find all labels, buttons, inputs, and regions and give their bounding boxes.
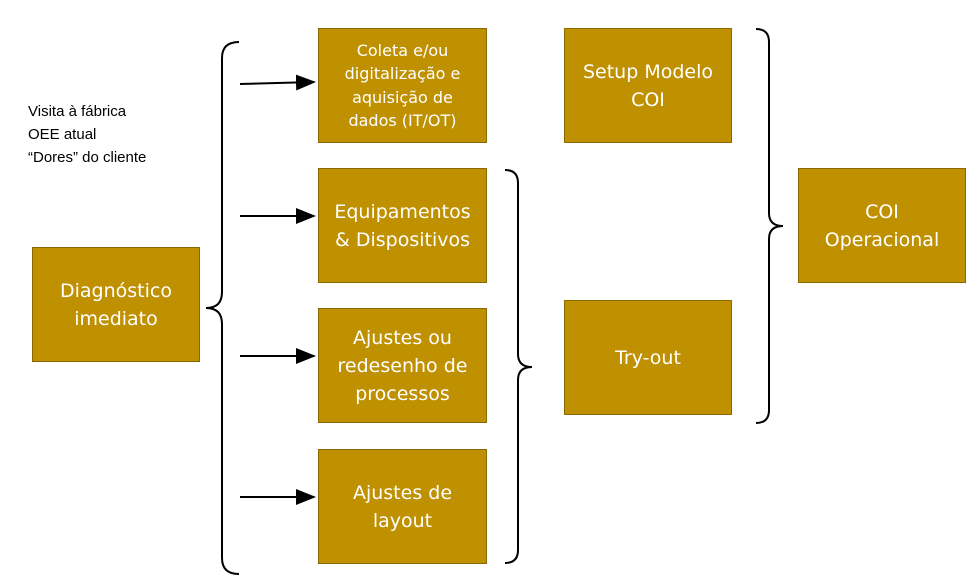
middle-brace <box>504 169 533 564</box>
box-diagnostico: Diagnóstico imediato <box>32 247 200 362</box>
box-setup-modelo-label: Setup Modelo COI <box>582 60 713 111</box>
left-brace <box>205 41 240 575</box>
box-tryout: Try-out <box>564 300 732 415</box>
context-notes: Visita à fábrica OEE atual “Dores” do cl… <box>28 100 146 169</box>
note-client-pains: “Dores” do cliente <box>28 149 147 166</box>
note-current-oee: OEE atual <box>28 126 97 143</box>
box-coi-operacional-label: COI Operacional <box>824 200 940 251</box>
box-ajustes-processos-label: Ajustes ou redesenho de processos <box>337 326 468 405</box>
box-coleta: Coleta e/ou digitalização e aquisição de… <box>318 28 487 143</box>
box-coleta-label: Coleta e/ou digitalização e aquisição de… <box>344 40 461 131</box>
box-ajustes-layout-label: Ajustes de layout <box>352 481 453 532</box>
box-setup-modelo: Setup Modelo COI <box>564 28 732 143</box>
note-factory-visit: Visita à fábrica <box>28 103 127 120</box>
box-equipamentos-label: Equipamentos & Dispositivos <box>334 200 471 251</box>
arrow-to-coleta <box>239 74 316 91</box>
box-coi-operacional: COI Operacional <box>798 168 966 283</box>
box-ajustes-processos: Ajustes ou redesenho de processos <box>318 308 487 423</box>
right-brace <box>755 28 784 424</box>
box-tryout-label: Try-out <box>615 346 681 369</box>
box-ajustes-layout: Ajustes de layout <box>318 449 487 564</box>
box-equipamentos: Equipamentos & Dispositivos <box>318 168 487 283</box>
box-diagnostico-label: Diagnóstico imediato <box>60 279 172 330</box>
